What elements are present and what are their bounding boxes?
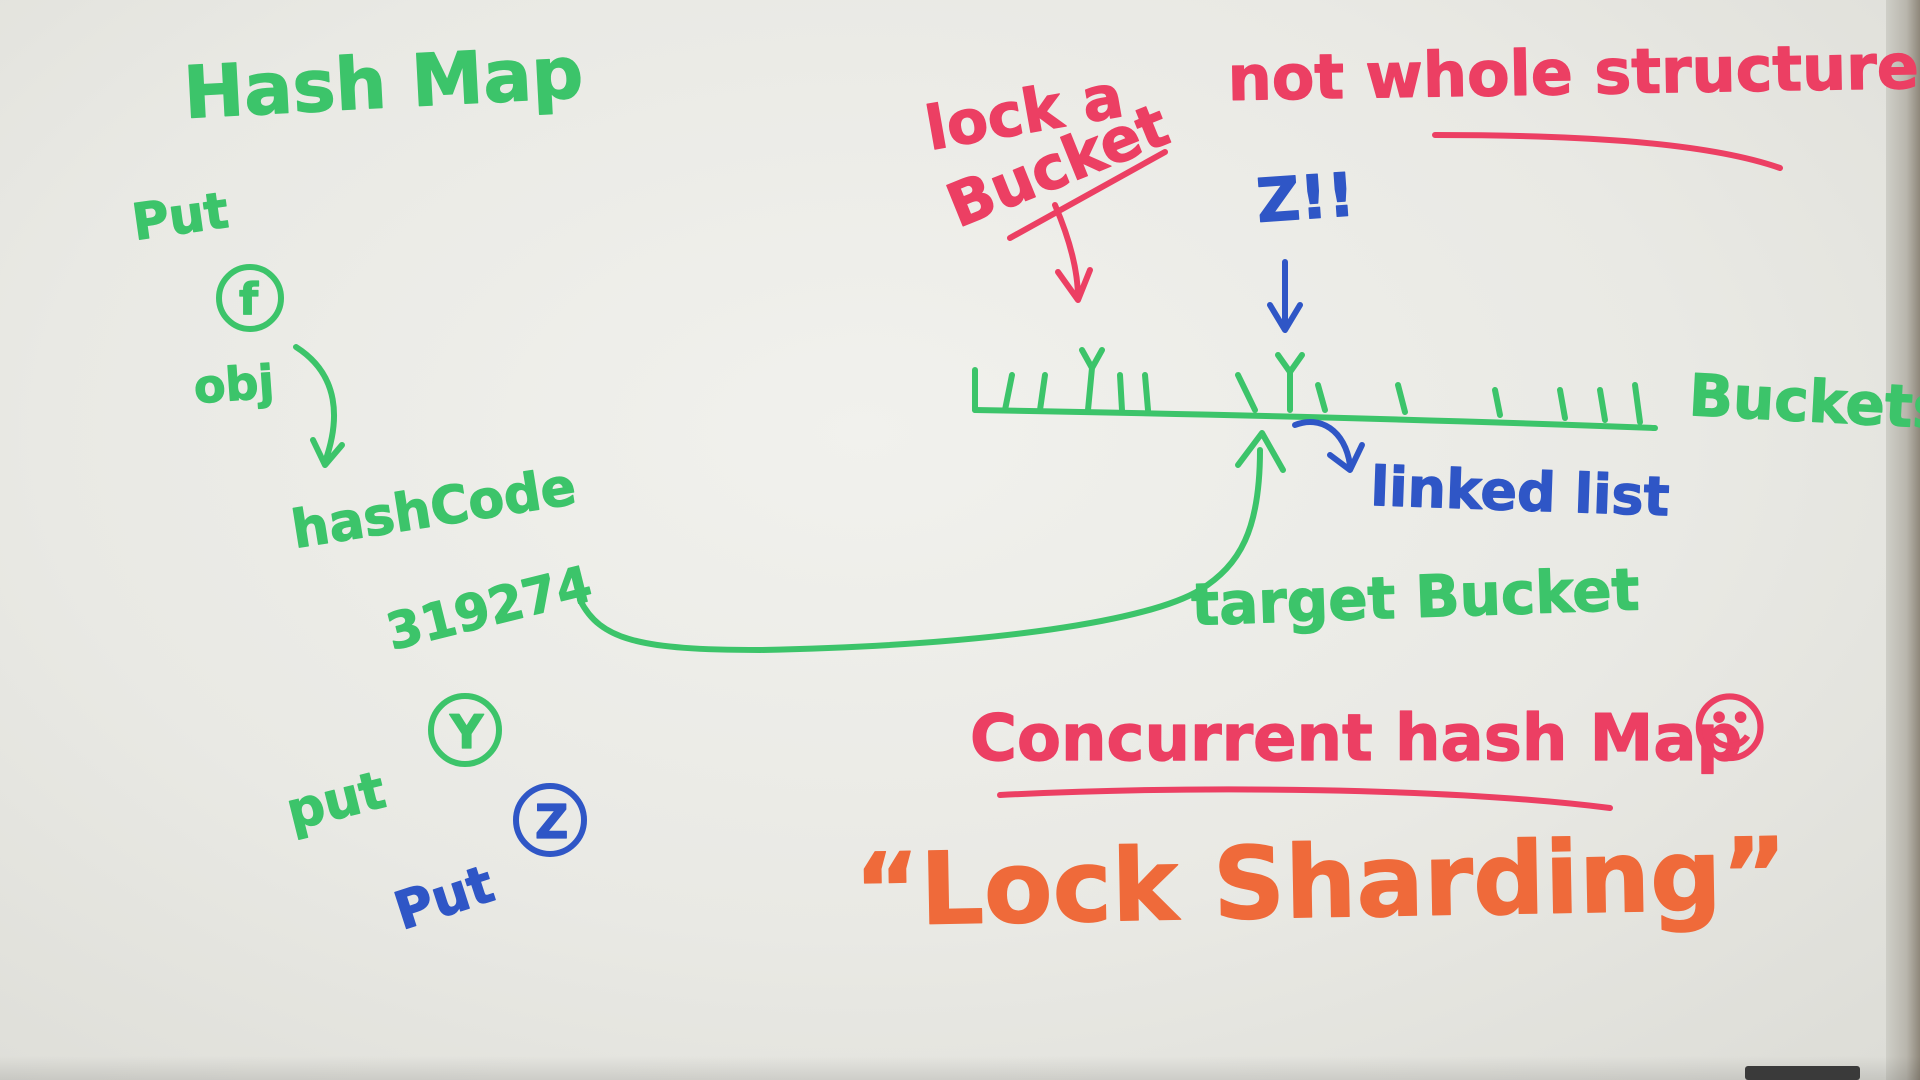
lock-bucket-arrow bbox=[1052, 202, 1093, 303]
hash-to-bucket-arrowhead bbox=[1235, 430, 1286, 473]
bucket-ticks bbox=[972, 347, 1643, 425]
obj-label: obj bbox=[192, 355, 276, 414]
buckets-baseline bbox=[972, 407, 1658, 431]
hash-value: 319274 bbox=[381, 555, 598, 662]
obj-circle bbox=[216, 264, 284, 332]
put-z-circle bbox=[513, 783, 587, 857]
hash-map-title: Hash Map bbox=[181, 30, 585, 135]
put-y-symbol: Y bbox=[449, 705, 484, 759]
target-bucket-label: target Bucket bbox=[1190, 555, 1640, 639]
linked-list-arrow bbox=[1292, 418, 1365, 473]
linked-list-label: linked list bbox=[1370, 455, 1671, 528]
smiley-icon: ☺ bbox=[1690, 684, 1769, 773]
not-whole-underline bbox=[1432, 132, 1783, 171]
put-label-2: put bbox=[281, 760, 392, 842]
obj-symbol: f bbox=[239, 274, 259, 325]
put-y-circle bbox=[428, 693, 502, 767]
not-whole-structure: not whole structure bbox=[1227, 30, 1919, 115]
whiteboard-bottom-shadow bbox=[0, 1056, 1920, 1080]
lock-sharding: “Lock Sharding” bbox=[853, 816, 1788, 949]
marker-tray bbox=[1745, 1066, 1860, 1080]
z-arrow bbox=[1267, 259, 1303, 333]
put-label-1: Put bbox=[129, 181, 232, 252]
whiteboard-frame-edge bbox=[1886, 0, 1920, 1080]
lock-a-label: lock a bbox=[920, 61, 1128, 164]
put-z-symbol: Z bbox=[535, 795, 568, 849]
buckets-label: Buckets bbox=[1687, 361, 1920, 442]
obj-to-hashcode-arrow bbox=[293, 344, 345, 468]
concurrent-underline bbox=[997, 786, 1613, 811]
lock-bucket-underline bbox=[1007, 149, 1168, 241]
hash-to-bucket-arrow bbox=[577, 447, 1263, 653]
hashcode-label: hashCode bbox=[288, 457, 580, 561]
concurrent-hash-map: Concurrent hash Map bbox=[970, 702, 1742, 776]
z-marker: Z!! bbox=[1254, 160, 1357, 237]
put-label-3: Put bbox=[387, 854, 501, 942]
